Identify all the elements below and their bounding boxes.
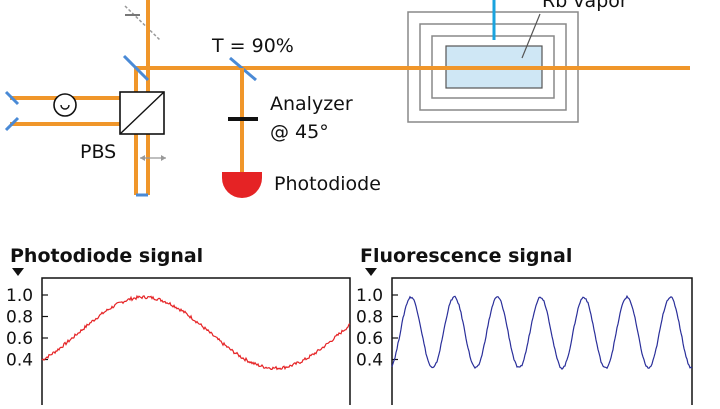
chart-title: Fluorescence signal [360, 245, 572, 267]
photodiode-label: Photodiode [274, 173, 381, 195]
trigger-marker-icon [12, 268, 24, 276]
y-tick-label: 0.8 [356, 308, 383, 328]
chart-photodiode: Photodiode signal 1.00.80.60.4 [6, 245, 351, 409]
beam-splitter-tilted [124, 5, 161, 41]
vapor-leader [521, 13, 541, 59]
y-tick-label: 1.0 [356, 286, 383, 306]
plot-frame [391, 277, 693, 409]
chart-fluorescence: Fluorescence signal 1.00.80.60.4 [356, 245, 693, 409]
y-tick-label: 0.6 [356, 329, 383, 349]
trigger-marker-icon [365, 268, 377, 276]
plot-frame [41, 277, 351, 409]
photodiode-icon [222, 172, 262, 198]
pbs-label: PBS [80, 141, 116, 163]
waveplate-icon [53, 93, 77, 117]
y-tick-labels: 1.00.80.60.4 [6, 286, 48, 371]
analyzer-angle: @ 45° [270, 121, 329, 143]
series-line [41, 294, 351, 371]
left-mirror-top [4, 90, 20, 106]
pbs-diagonal [119, 91, 165, 135]
optical-setup: PBS T = 90% Analyzer @ 45° Photodiode Rb… [4, 0, 690, 198]
series-line [391, 294, 693, 371]
y-tick-label: 0.4 [6, 351, 33, 371]
y-tick-label: 0.4 [356, 351, 383, 371]
chart-title: Photodiode signal [10, 245, 203, 267]
y-tick-labels: 1.00.80.60.4 [356, 286, 398, 371]
y-tick-label: 1.0 [6, 286, 33, 306]
waveplate-arrow [60, 104, 70, 110]
left-mirror-bottom [4, 116, 20, 132]
vapor-label: Rb vapor [542, 0, 628, 12]
corner-mirror [122, 54, 150, 82]
analyzer-label: Analyzer [270, 93, 353, 115]
y-tick-label: 0.6 [6, 329, 33, 349]
transmission-label: T = 90% [211, 35, 294, 57]
y-tick-label: 0.8 [6, 308, 33, 328]
